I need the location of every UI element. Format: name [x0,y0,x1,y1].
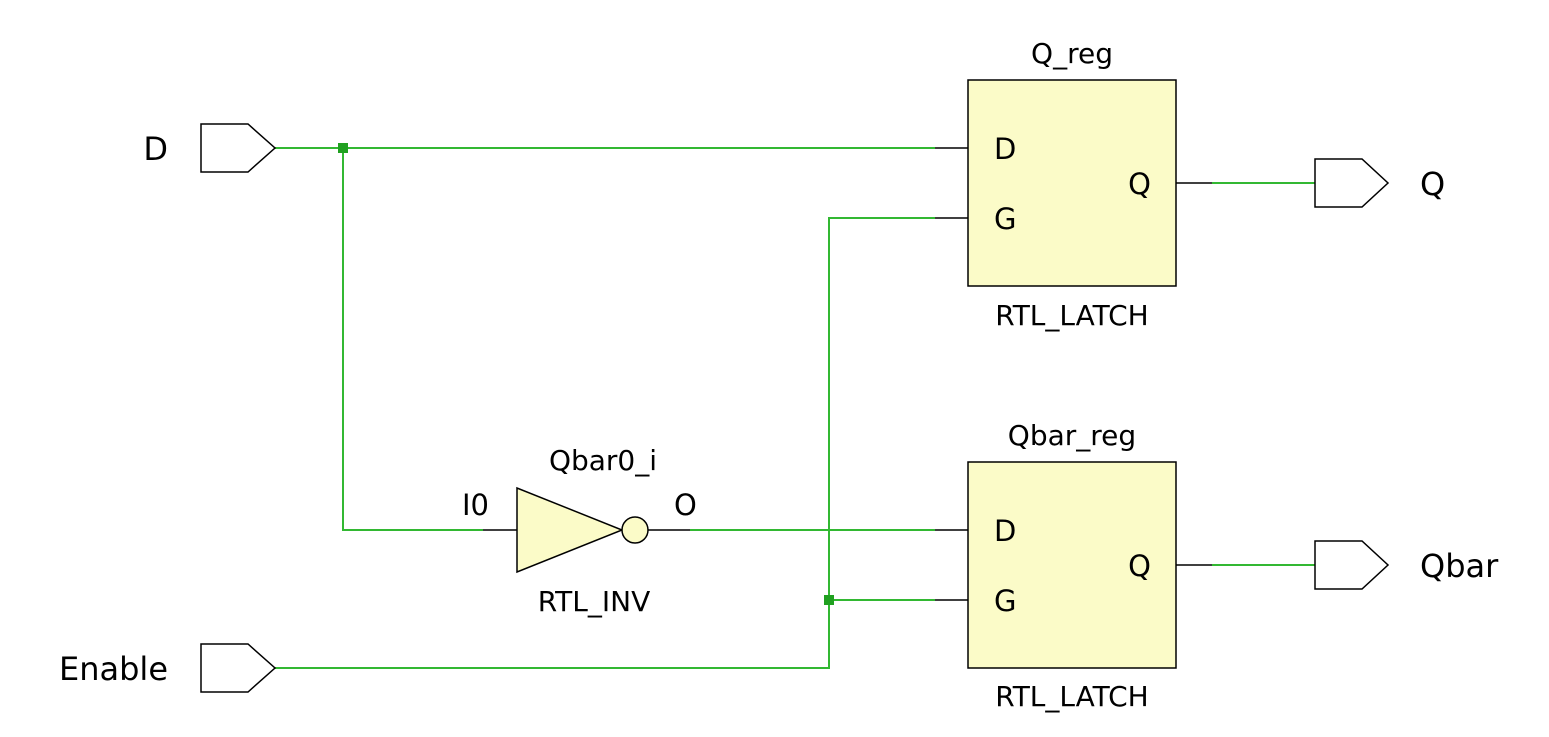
latch-body-qbar-reg [967,461,1177,669]
inverter-triangle [516,486,625,574]
port-shape-d [200,123,277,173]
net-enable[interactable] [275,217,935,669]
pin-label-q: Q [1128,549,1151,583]
pin-label-d: D [994,132,1016,166]
inverter-bubble [621,516,649,544]
cell-instance-qbar-reg: Qbar_reg [1008,419,1136,452]
output-port-q[interactable]: Q [1314,158,1445,208]
port-shape-qbar [1314,540,1390,590]
port-label-qbar: Qbar [1420,547,1499,585]
junction-dot-enable [824,595,834,605]
pin-label-i0: I0 [462,488,489,522]
input-port-enable[interactable]: Enable [59,643,277,693]
cell-type-inverter: RTL_INV [538,585,650,618]
input-port-d[interactable]: D [143,123,277,173]
port-shape-enable [200,643,277,693]
pin-label-d: D [994,514,1016,548]
output-port-qbar[interactable]: Qbar [1314,540,1499,590]
latch-q-reg[interactable]: Q_reg D G Q RTL_LATCH [967,37,1177,332]
pin-label-q: Q [1128,167,1151,201]
pin-label-o: O [674,488,697,522]
cell-instance-q-reg: Q_reg [1031,37,1113,70]
port-label-q: Q [1420,165,1445,203]
pin-label-g: G [994,584,1016,618]
port-label-d: D [143,130,168,168]
pin-label-g: G [994,202,1016,236]
latch-body-q-reg [967,79,1177,287]
port-label-enable: Enable [59,650,168,688]
latch-qbar-reg[interactable]: Qbar_reg D G Q RTL_LATCH [967,419,1177,713]
nets [275,147,1315,669]
cell-instance-inverter: Qbar0_i [549,444,657,477]
cell-type-q-reg: RTL_LATCH [995,299,1148,332]
junction-dot-d [338,143,348,153]
net-d[interactable] [275,147,935,531]
port-shape-q [1314,158,1390,208]
inverter-qbar0-i[interactable]: Qbar0_i I0 O RTL_INV [462,444,697,618]
cell-type-qbar-reg: RTL_LATCH [995,680,1148,713]
pin-stubs [483,147,1212,601]
